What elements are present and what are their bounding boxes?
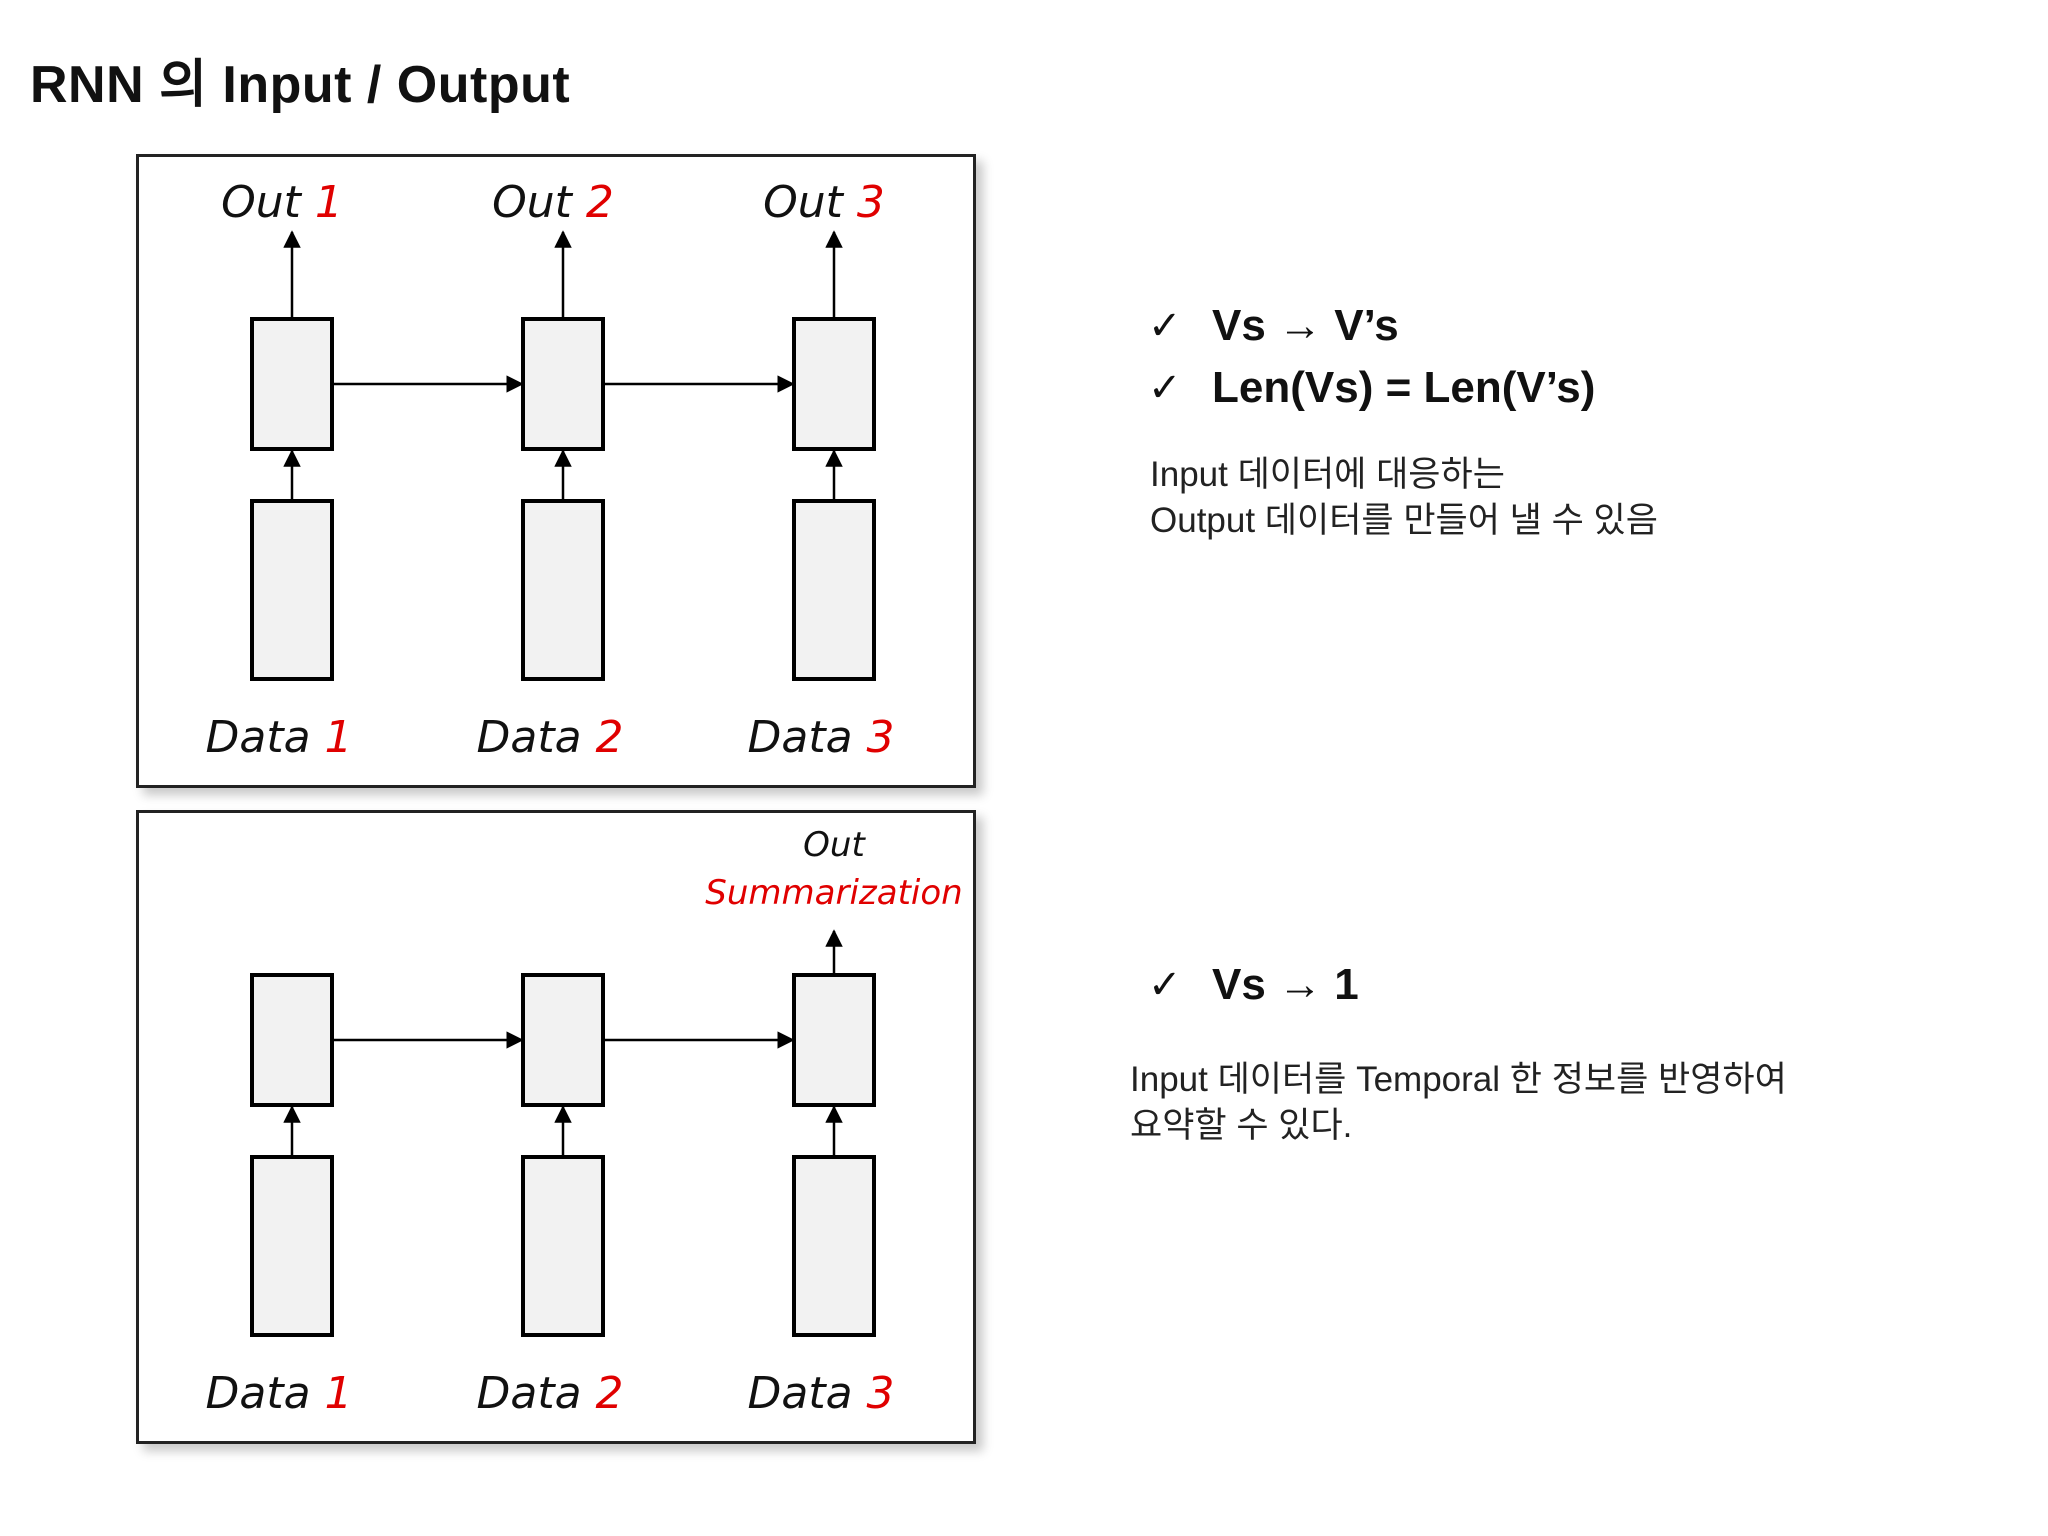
rnn-cell-2: [521, 317, 605, 451]
top-description: Input 데이터에 대응하는 Output 데이터를 만들어 낼 수 있음: [1150, 452, 1658, 544]
input-label-3: Data 3: [747, 712, 895, 763]
description-line: Input 데이터에 대응하는: [1150, 455, 1505, 494]
check-item: ✓ Vs → 1: [1148, 954, 1359, 1016]
input-label-3: Data 3: [747, 1368, 895, 1419]
input-data-cell-2: [521, 1155, 605, 1337]
many-to-many-diagram: Out 1 Out 2 Out 3 Data 1 Data 2 Data 3: [136, 154, 976, 788]
bottom-check-list: ✓ Vs → 1: [1148, 954, 1359, 1016]
description-line: Input 데이터를 Temporal 한 정보를 반영하여: [1130, 1060, 1787, 1099]
input-data-cell-1: [250, 499, 334, 681]
description-line: 요약할 수 있다.: [1130, 1106, 1353, 1145]
output-label-1: Out 1: [221, 177, 343, 228]
summary-out-label: Out: [803, 825, 865, 865]
input-data-cell-1: [250, 1155, 334, 1337]
bottom-description: Input 데이터를 Temporal 한 정보를 반영하여 요약할 수 있다.: [1130, 1057, 1787, 1149]
output-label-3: Out 3: [763, 177, 885, 228]
many-to-one-diagram: Out Summarization Data 1 Data 2 Data 3: [136, 810, 976, 1444]
input-data-cell-3: [792, 1155, 876, 1337]
check-icon: ✓: [1148, 962, 1182, 1008]
check-icon: ✓: [1148, 365, 1182, 411]
rnn-cell-2: [521, 973, 605, 1107]
check-text: Len(Vs) = Len(V’s): [1212, 363, 1596, 412]
check-text: Vs → V’s: [1212, 301, 1399, 350]
top-check-list: ✓ Vs → V’s ✓ Len(Vs) = Len(V’s): [1148, 295, 1595, 419]
input-label-2: Data 2: [476, 1368, 624, 1419]
input-label-2: Data 2: [476, 712, 624, 763]
rnn-cell-3: [792, 973, 876, 1107]
check-text: Vs → 1: [1212, 960, 1359, 1009]
rnn-cell-1: [250, 317, 334, 451]
many-to-one-svg: [250, 929, 876, 1337]
check-item: ✓ Vs → V’s: [1148, 295, 1595, 357]
page-title: RNN 의 Input / Output: [30, 56, 571, 114]
output-label-2: Out 2: [492, 177, 614, 228]
rnn-cell-3: [792, 317, 876, 451]
input-label-1: Data 1: [205, 712, 353, 763]
check-item: ✓ Len(Vs) = Len(V’s): [1148, 357, 1595, 419]
summarization-label: Summarization: [705, 873, 963, 913]
input-data-cell-3: [792, 499, 876, 681]
description-line: Output 데이터를 만들어 낼 수 있음: [1150, 501, 1658, 540]
many-to-many-svg: [250, 230, 876, 681]
rnn-cell-1: [250, 973, 334, 1107]
input-label-1: Data 1: [205, 1368, 353, 1419]
input-data-cell-2: [521, 499, 605, 681]
check-icon: ✓: [1148, 303, 1182, 349]
